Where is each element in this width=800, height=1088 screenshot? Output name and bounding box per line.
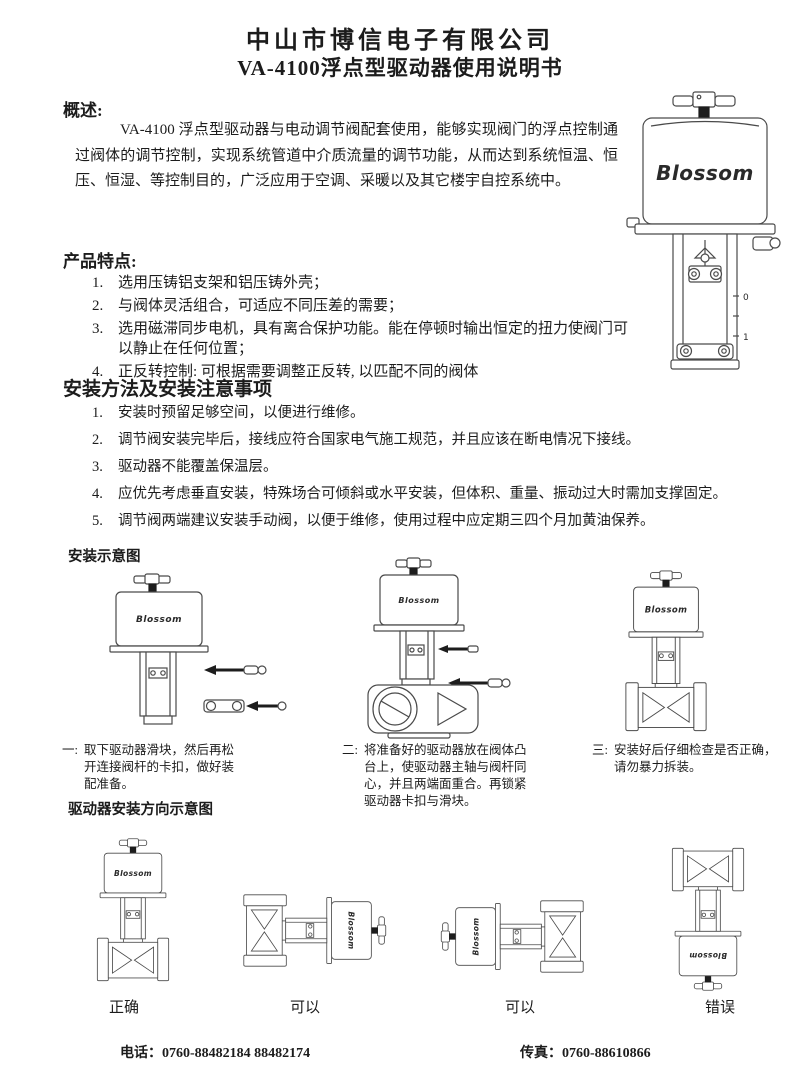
list-item: 2.调节阀安装完毕后，接线应符合国家电气施工规范，并且应该在断电情况下接线。 [92,432,640,448]
features-list: 1.选用压铸铝支架和铝压铸外壳； 2.与阀体灵活组合，可适应不同压差的需要； 3… [92,273,637,385]
list-item: 1.选用压铸铝支架和铝压铸外壳； [92,275,329,291]
orientation-ok2-image [440,900,584,973]
diagram-step1-caption: 一: 取下驱动器滑块，然后再松开连接阀杆的卡扣，做好装配准备。 [62,743,235,791]
orientation-correct-image [96,838,170,982]
scale-mark-zero: 0 [743,293,749,303]
list-item: 3.选用磁滞同步电机，具有离合保护功能。能在停顿时输出恒定的扭力使阀门可以静止在… [92,321,629,357]
installation-heading: 安装方法及安装注意事项 [63,379,273,400]
phone-number: 0760-88482184 88482174 [162,1046,311,1061]
page-title: VA-4100浮点型驱动器使用说明书 [237,56,563,80]
overview-paragraph: VA-4100 浮点型驱动器与电动调节阀配套使用，能够实现阀门的浮点控制通过阀体… [75,122,618,189]
product-line-drawing: Blossom 0 1 [626,91,781,370]
fax-line: 传真：0760-88610866 [520,1042,651,1062]
diagram-step2-caption: 二: 将准备好的驱动器放在阀体凸台上，使驱动器主轴与阀杆同心，并且两端面重合。再… [342,743,527,808]
overview-heading: 概述: [63,101,103,120]
brand-logo-text: Blossom [398,596,439,605]
list-item: 5.调节阀两端建议安装手动阀，以便于维修，使用过程中应定期三四个月加黄油保养。 [92,513,655,529]
orientation-label-wrong: 错误 [704,1000,736,1016]
scale-mark-one: 1 [743,333,749,343]
list-item: 3.驱动器不能覆盖保温层。 [92,459,278,475]
orientation-ok1-image [243,894,387,967]
list-item: 4.应优先考虑垂直安装，特殊场合可倾斜或水平安装，但体积、重量、振动过大时需加支… [92,486,727,502]
brand-logo-text: Blossom [136,615,182,625]
brand-logo-text: Blossom [656,161,754,185]
orientation-wrong-image [671,847,745,991]
list-item: 2.与阀体灵活组合，可适应不同压差的需要； [92,298,404,314]
orientation-label-correct: 正确 [108,1000,140,1016]
fax-label: 传真： [520,1046,562,1061]
fax-number: 0760-88610866 [562,1046,651,1061]
diagram-step3-image [625,570,707,732]
company-name: 中山市博信电子有限公司 [246,28,554,54]
diagram-step1-image: Blossom [109,573,287,725]
list-item: 4.正反转控制: 可根据需要调整正反转, 以匹配不同的阀体 [92,364,479,380]
orientation-heading: 驱动器安装方向示意图 [68,802,213,818]
features-heading: 产品特点: [63,252,137,271]
phone-line: 电话：0760-88482184 88482174 [120,1042,310,1062]
phone-label: 电话： [120,1046,162,1061]
orientation-label-ok2: 可以 [504,1000,536,1016]
install-diagram-heading: 安装示意图 [68,549,141,565]
diagram-step3-caption: 三: 安装好后仔细检查是否正确，请勿暴力拆装。 [592,743,777,774]
list-item: 1.安装时预留足够空间，以便进行维修。 [92,405,365,421]
orientation-label-ok1: 可以 [289,1000,321,1016]
diagram-step2-image: Blossom [367,557,511,739]
installation-list: 1.安装时预留足够空间，以便进行维修。 2.调节阀安装完毕后，接线应符合国家电气… [92,404,784,539]
